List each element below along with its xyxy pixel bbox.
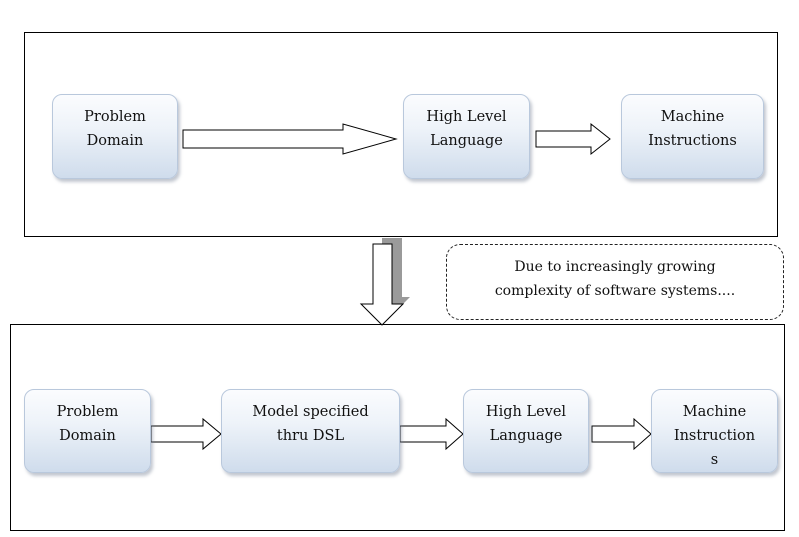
node-label: High Level Language xyxy=(426,109,507,149)
arrow-bottom-problem-to-model xyxy=(150,417,222,451)
node-label: Machine Instruction s xyxy=(673,404,756,468)
bottom-high-level-language-box: High Level Language xyxy=(463,389,589,473)
bottom-machine-instructions-box: Machine Instruction s xyxy=(651,389,778,473)
arrow-bottom-model-to-hll xyxy=(399,417,464,451)
node-label: Machine Instructions xyxy=(648,109,737,149)
arrow-bottom-hll-to-machine xyxy=(591,417,652,451)
top-machine-instructions-box: Machine Instructions xyxy=(621,94,764,179)
top-high-level-language-box: High Level Language xyxy=(403,94,530,179)
arrow-top-problem-to-hll xyxy=(182,123,398,155)
bottom-problem-domain-box: Problem Domain xyxy=(24,389,151,473)
bottom-model-dsl-box: Model specified thru DSL xyxy=(221,389,400,473)
arrow-down xyxy=(359,243,405,326)
top-problem-domain-box: Problem Domain xyxy=(52,94,178,179)
node-label: High Level Language xyxy=(485,404,567,444)
node-label: Problem Domain xyxy=(84,109,146,149)
note-box: Due to increasingly growing complexity o… xyxy=(446,244,784,320)
arrow-top-hll-to-machine xyxy=(535,122,611,156)
node-label: Problem Domain xyxy=(56,404,119,444)
node-label: Model specified thru DSL xyxy=(252,404,369,444)
